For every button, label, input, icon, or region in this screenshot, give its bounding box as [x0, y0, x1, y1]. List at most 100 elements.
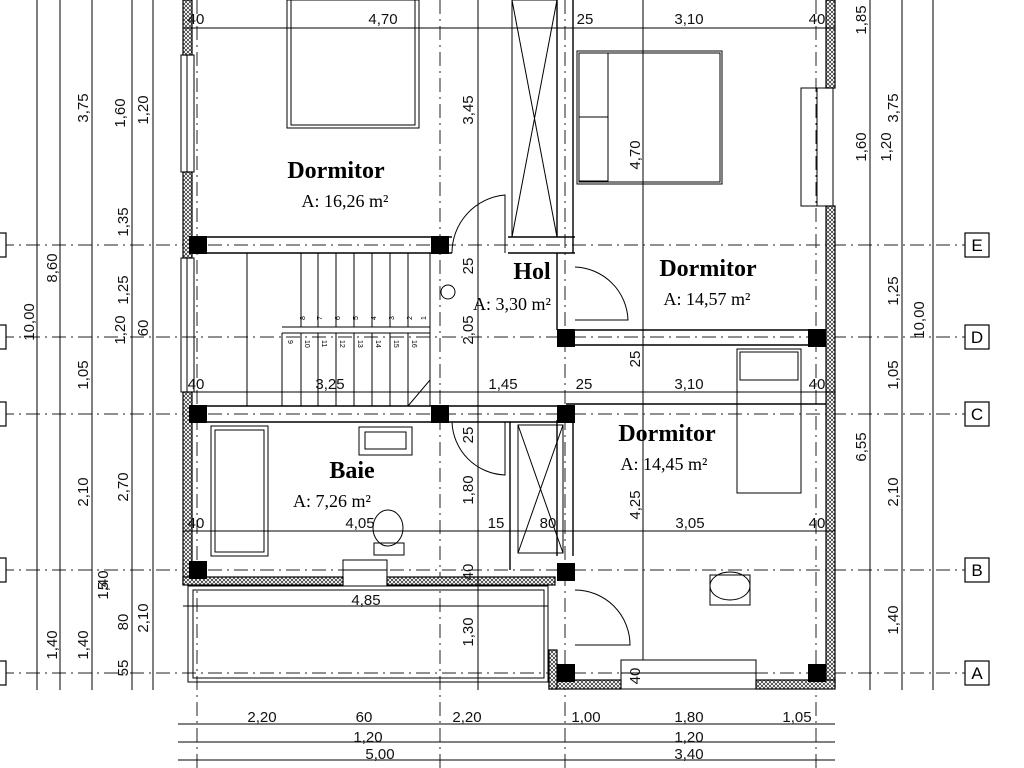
- room-name: Hol: [513, 259, 551, 285]
- room-area: A: 14,57 m²: [664, 289, 751, 309]
- stair-step-number: 11: [320, 340, 327, 347]
- svg-text:3,05: 3,05: [675, 515, 704, 532]
- svg-text:1,25: 1,25: [115, 275, 132, 304]
- svg-text:1,85: 1,85: [853, 5, 870, 34]
- room-name: Dormitor: [618, 421, 716, 447]
- svg-text:E: E: [971, 236, 982, 255]
- svg-text:1,20: 1,20: [674, 729, 703, 746]
- stair-step-number: 2: [407, 316, 414, 320]
- svg-text:2,10: 2,10: [885, 477, 902, 506]
- svg-text:4,85: 4,85: [351, 592, 380, 609]
- svg-text:40: 40: [809, 515, 826, 532]
- svg-text:10,00: 10,00: [21, 303, 38, 341]
- svg-text:1,80: 1,80: [674, 709, 703, 726]
- svg-text:8,60: 8,60: [44, 253, 61, 282]
- svg-text:5: 5: [95, 582, 112, 590]
- svg-text:1,60: 1,60: [853, 132, 870, 161]
- room-area: A: 14,45 m²: [621, 454, 708, 474]
- svg-text:1,35: 1,35: [115, 207, 132, 236]
- svg-text:1,05: 1,05: [75, 360, 92, 389]
- room-baie: Baie A: 7,26 m²: [293, 458, 375, 511]
- svg-text:1,30: 1,30: [460, 617, 477, 646]
- axis-lines: [0, 0, 965, 768]
- svg-text:1,05: 1,05: [885, 360, 902, 389]
- svg-text:2,10: 2,10: [135, 603, 152, 632]
- balcony: [187, 585, 549, 683]
- doors: [440, 194, 631, 646]
- axis-marker-b: B: [0, 557, 990, 583]
- stair-step-number: 9: [286, 340, 293, 344]
- svg-text:1,20: 1,20: [135, 95, 152, 124]
- room-dormitor-3: Dormitor A: 14,45 m²: [618, 421, 716, 474]
- svg-text:4,70: 4,70: [627, 140, 644, 169]
- room-area: A: 7,26 m²: [293, 491, 371, 511]
- stair-step-number: 16: [410, 340, 417, 348]
- stair-step-number: 5: [353, 316, 360, 320]
- stair-step-number: 7: [317, 316, 324, 320]
- room-labels: Dormitor A: 16,26 m² Hol A: 3,30 m² Dorm…: [287, 158, 757, 511]
- stair-step-number: 12: [338, 340, 345, 348]
- stair-step-number: 8: [300, 316, 307, 320]
- axis-marker-a: A: [0, 660, 990, 686]
- stair-step-number: 13: [356, 340, 363, 348]
- axis-markers: E D C B A: [0, 232, 990, 686]
- room-area: A: 3,30 m²: [473, 294, 551, 314]
- svg-text:1,20: 1,20: [353, 729, 382, 746]
- svg-text:3,75: 3,75: [885, 93, 902, 122]
- walls: [182, 0, 836, 690]
- svg-text:25: 25: [577, 11, 594, 28]
- svg-text:1,20: 1,20: [878, 132, 895, 161]
- svg-text:40: 40: [188, 515, 205, 532]
- axis-marker-c: C: [0, 401, 990, 427]
- svg-text:2,20: 2,20: [247, 709, 276, 726]
- svg-text:B: B: [971, 561, 982, 580]
- svg-text:1,40: 1,40: [75, 630, 92, 659]
- room-name: Baie: [329, 458, 375, 484]
- svg-text:1,45: 1,45: [488, 376, 517, 393]
- room-hol: Hol A: 3,30 m²: [473, 259, 551, 314]
- svg-text:1,40: 1,40: [885, 605, 902, 634]
- svg-text:25: 25: [460, 427, 477, 444]
- svg-text:1,80: 1,80: [460, 475, 477, 504]
- svg-text:80: 80: [540, 515, 557, 532]
- svg-text:15: 15: [488, 515, 505, 532]
- svg-text:55: 55: [115, 660, 132, 677]
- svg-text:40: 40: [809, 11, 826, 28]
- columns: [189, 236, 826, 682]
- svg-text:3,75: 3,75: [75, 93, 92, 122]
- svg-text:3,10: 3,10: [674, 376, 703, 393]
- room-name: Dormitor: [287, 158, 385, 184]
- svg-text:25: 25: [627, 351, 644, 368]
- svg-text:80: 80: [115, 614, 132, 631]
- furniture: [210, 0, 802, 606]
- svg-text:4,70: 4,70: [368, 11, 397, 28]
- svg-text:60: 60: [356, 709, 373, 726]
- dimension-lines: [36, 0, 934, 761]
- svg-text:1,40: 1,40: [44, 630, 61, 659]
- svg-text:3,25: 3,25: [315, 376, 344, 393]
- svg-text:1,00: 1,00: [571, 709, 600, 726]
- stair-step-number: 10: [303, 340, 310, 348]
- dimension-texts: 40 4,70 25 3,10 40 40 3,25 1,45 25 3,10 …: [21, 5, 928, 763]
- svg-text:10,00: 10,00: [911, 301, 928, 339]
- svg-text:1,60: 1,60: [112, 98, 129, 127]
- svg-text:1,25: 1,25: [885, 276, 902, 305]
- room-area: A: 16,26 m²: [302, 191, 389, 211]
- svg-text:1,20: 1,20: [112, 315, 129, 344]
- svg-text:40: 40: [188, 11, 205, 28]
- room-dormitor-1: Dormitor A: 16,26 m²: [287, 158, 388, 211]
- room-name: Dormitor: [659, 256, 757, 282]
- staircase: [246, 252, 431, 407]
- stair-step-number: 4: [371, 316, 378, 320]
- svg-text:4,25: 4,25: [627, 490, 644, 519]
- svg-text:3,45: 3,45: [460, 95, 477, 124]
- svg-text:3,10: 3,10: [674, 11, 703, 28]
- stair-step-number: 14: [374, 340, 381, 348]
- svg-text:6,55: 6,55: [853, 432, 870, 461]
- stair-step-number: 3: [389, 316, 396, 320]
- svg-text:C: C: [971, 405, 983, 424]
- svg-text:5,00: 5,00: [365, 746, 394, 763]
- svg-text:40: 40: [460, 564, 477, 581]
- svg-text:25: 25: [460, 258, 477, 275]
